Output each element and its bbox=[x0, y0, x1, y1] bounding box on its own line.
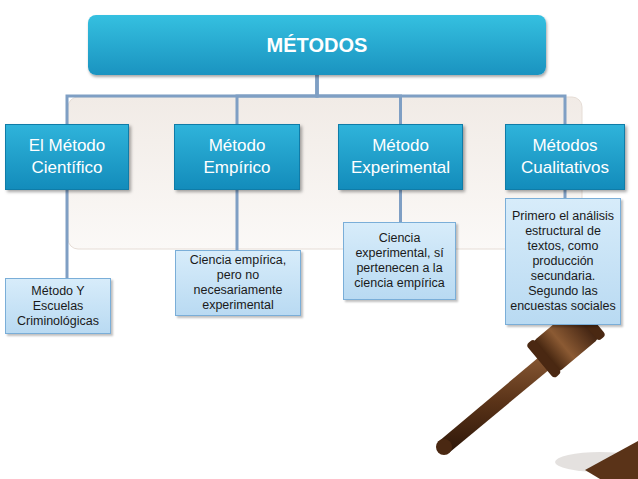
node-text: Método Y Escuelas Criminológicas bbox=[10, 284, 106, 329]
node-text: Primero el análisis estructural de texto… bbox=[510, 209, 616, 314]
node-text: MÉTODOS bbox=[267, 34, 368, 57]
note-box: Ciencia empírica, pero no necesariamente… bbox=[175, 250, 301, 316]
connector-line bbox=[317, 75, 565, 124]
note-box: Primero el análisis estructural de texto… bbox=[505, 198, 621, 325]
title-box: MÉTODOS bbox=[88, 15, 546, 75]
method-box: El Método Científico bbox=[5, 124, 129, 190]
gavel-illustration bbox=[436, 301, 638, 479]
node-text: Método Experimental bbox=[339, 135, 462, 179]
method-box: Método Empírico bbox=[174, 124, 300, 190]
connector-line bbox=[237, 75, 317, 124]
node-text: El Método Científico bbox=[6, 135, 128, 179]
method-box: Método Experimental bbox=[338, 124, 463, 190]
method-box: Métodos Cualitativos bbox=[505, 124, 625, 190]
connector-line bbox=[399, 190, 402, 222]
connector-line bbox=[564, 190, 567, 198]
node-text: Ciencia experimental, sí pertenecen a la… bbox=[348, 231, 451, 291]
connector-line bbox=[67, 75, 317, 124]
node-text: Métodos Cualitativos bbox=[506, 135, 624, 179]
node-text: Ciencia empírica, pero no necesariamente… bbox=[180, 253, 296, 313]
connector-line bbox=[317, 75, 401, 124]
note-box: Ciencia experimental, sí pertenecen a la… bbox=[343, 222, 456, 300]
connector-line bbox=[66, 190, 69, 278]
note-box: Método Y Escuelas Criminológicas bbox=[5, 278, 111, 334]
connector-line bbox=[236, 190, 239, 250]
node-text: Método Empírico bbox=[175, 135, 299, 179]
